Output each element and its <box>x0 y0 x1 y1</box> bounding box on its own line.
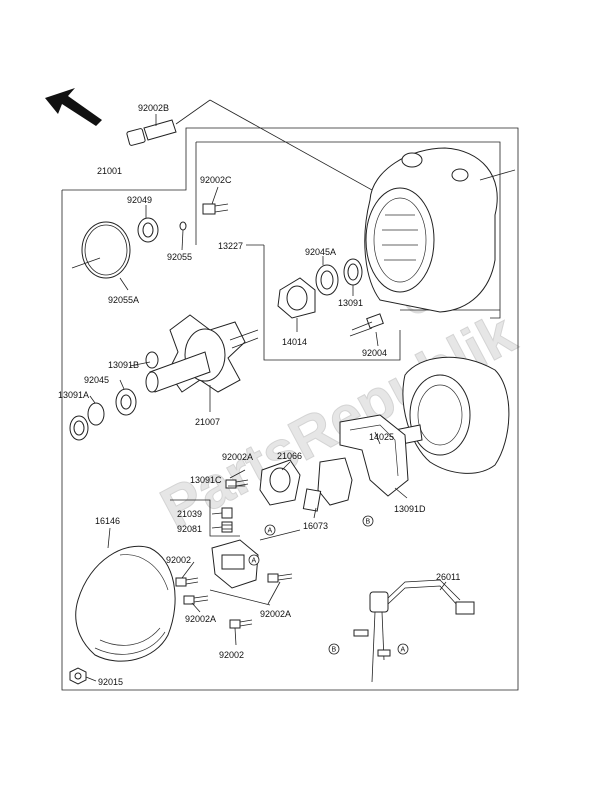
bearing-92049 <box>137 217 159 243</box>
o-ring-92055A <box>71 221 131 279</box>
label-13091B: 13091B <box>108 360 139 370</box>
ref-marker-b-1-label: B <box>366 519 371 526</box>
label-13091C: 13091C <box>190 475 222 485</box>
bearing-92045A <box>315 264 339 296</box>
wire-harness-26011 <box>353 579 475 683</box>
label-92004: 92004 <box>362 348 387 358</box>
cover-16146 <box>75 545 176 662</box>
rear-housing <box>364 147 516 313</box>
brush-box-center <box>211 539 259 589</box>
nut-92015 <box>69 667 87 685</box>
label-92055A: 92055A <box>108 295 139 305</box>
label-21007: 21007 <box>195 417 220 427</box>
ref-marker-a-1: A <box>264 524 276 536</box>
oil-seal-14014 <box>277 277 316 319</box>
label-92049: 92049 <box>127 195 152 205</box>
bearing-92045 <box>115 388 137 416</box>
shim-13091A <box>87 402 105 426</box>
label-26011: 26011 <box>436 572 460 582</box>
label-92002B: 92002B <box>138 103 169 113</box>
label-21066: 21066 <box>277 451 302 461</box>
ref-marker-b-2: B <box>328 643 340 655</box>
label-21001: 21001 <box>97 166 122 176</box>
ref-marker-a-2-label: A <box>252 558 257 565</box>
label-14014: 14014 <box>282 337 307 347</box>
regulator-cover-14025 <box>339 414 409 497</box>
ref-marker-b-1: B <box>362 515 374 527</box>
shim-13091 <box>343 258 363 286</box>
label-13091A: 13091A <box>58 390 89 400</box>
leader-lines <box>85 114 447 682</box>
label-16073: 16073 <box>303 521 328 531</box>
bolt-92004 <box>349 313 384 337</box>
assembly-outline <box>61 99 519 691</box>
label-92002A-right: 92002A <box>260 609 291 619</box>
ref-marker-a-1-label: A <box>268 528 273 535</box>
bolt-92002C <box>202 203 229 215</box>
label-21039: 21039 <box>177 509 202 519</box>
rotor-21007 <box>145 314 259 393</box>
ref-marker-a-2: A <box>248 554 260 566</box>
front-direction-arrow-icon <box>45 88 102 126</box>
bolt-92002A-right <box>267 573 293 583</box>
bolt-92002B <box>126 119 177 146</box>
brush-21039 <box>221 507 233 519</box>
label-92002C: 92002C <box>200 175 232 185</box>
part-labels: 92002B 21001 92002C 92049 13227 92055 92… <box>58 103 460 687</box>
label-92015: 92015 <box>98 677 123 687</box>
bolt-92002A-lower <box>183 595 209 605</box>
label-92045A: 92045A <box>305 247 336 257</box>
label-14025: 14025 <box>369 432 394 442</box>
label-13091: 13091 <box>338 298 363 308</box>
ref-marker-a-3: A <box>397 643 409 655</box>
label-92055: 92055 <box>167 252 192 262</box>
ref-marker-a-3-label: A <box>401 647 406 654</box>
label-13227: 13227 <box>218 241 243 251</box>
label-92081: 92081 <box>177 524 202 534</box>
label-13091D: 13091D <box>394 504 426 514</box>
spring-92081 <box>221 521 233 533</box>
bolt-92002-a <box>175 577 199 587</box>
brush-holder-21066 <box>259 457 353 512</box>
label-92002A-left: 92002A <box>185 614 216 624</box>
label-92002-upper: 92002 <box>166 555 191 565</box>
bearing-left <box>69 415 89 441</box>
front-housing <box>394 356 510 474</box>
circlip-92055 <box>179 221 187 231</box>
ref-marker-b-2-label: B <box>332 647 337 654</box>
label-92002A-upper: 92002A <box>222 452 253 462</box>
bolt-92002-b <box>229 619 253 629</box>
shim-13091B <box>145 351 159 369</box>
label-92002-lower: 92002 <box>219 650 244 660</box>
label-16146: 16146 <box>95 516 120 526</box>
label-92045: 92045 <box>84 375 109 385</box>
